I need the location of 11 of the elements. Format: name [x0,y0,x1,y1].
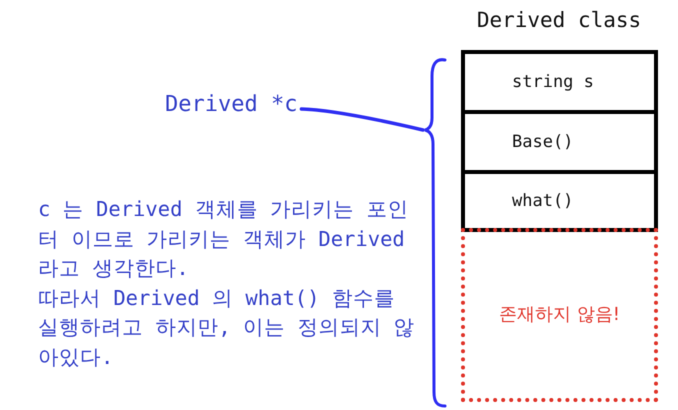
member-name: what() [512,190,574,212]
member-name: Base() [512,131,574,153]
member-name: string s [512,71,594,93]
pointer-label: Derived *c [165,92,298,118]
class-heading: Derived class [476,7,642,33]
warning-text: 존재하지 않음! [499,303,620,327]
curly-brace [423,58,447,408]
missing-slot [461,228,658,402]
leader-line [300,107,425,132]
note-text: 따라서 Derived 의 what() 함수를 실행하려고 하지만, 이는 정의되지 않아있다. [38,284,416,370]
note-text: c 는 Derived 객체를 가리키는 포인터 이므로 가리키는 객체가 Derived 라고 생각한다. [38,196,410,282]
